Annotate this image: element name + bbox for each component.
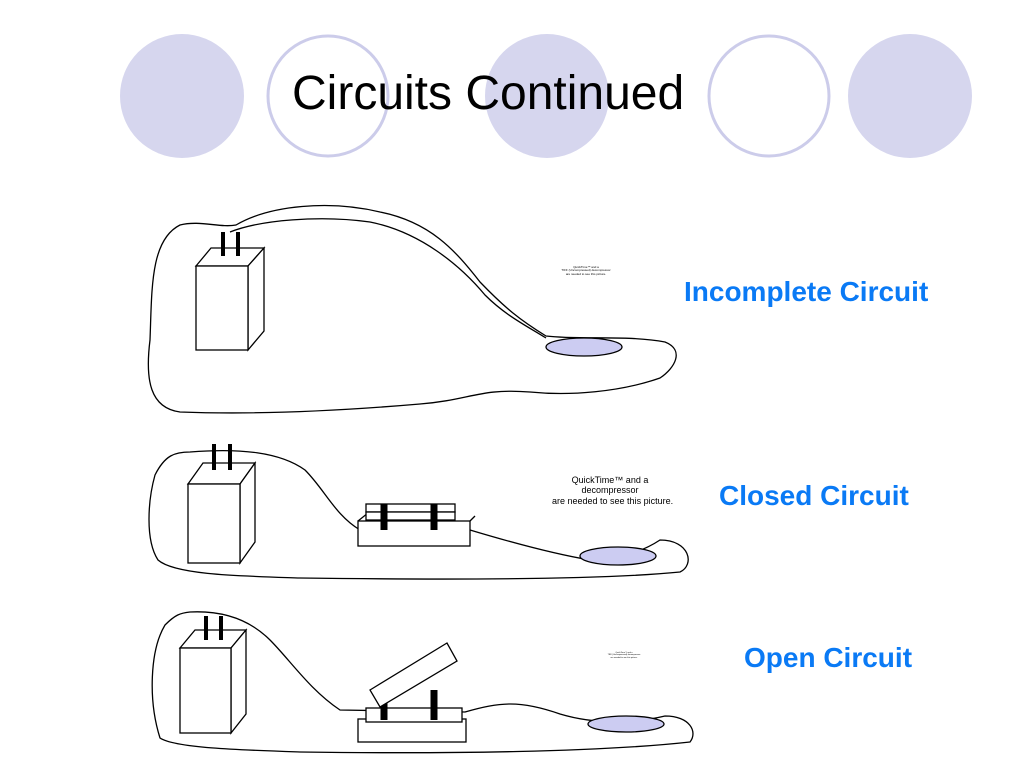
image-placeholder-closed: QuickTime™ and a decompressor are needed… bbox=[552, 475, 674, 506]
image-placeholder-open: QuickTime™ and a TIFF (Uncompressed) dec… bbox=[603, 652, 645, 659]
battery-2 bbox=[186, 444, 257, 566]
header-circles bbox=[120, 34, 972, 158]
bulb-ellipse bbox=[545, 337, 623, 357]
header-circle-filled bbox=[848, 34, 972, 158]
header-circle-outline bbox=[266, 34, 390, 158]
open-circuit-diagram bbox=[151, 611, 694, 754]
closed-circuit-diagram bbox=[148, 444, 689, 580]
wire-loop bbox=[147, 204, 677, 414]
closed-circuit-label: Closed Circuit bbox=[719, 480, 909, 511]
placeholder-line: QuickTime™ and a bbox=[615, 652, 633, 654]
battery-3 bbox=[178, 616, 248, 735]
placeholder-line: QuickTime™ and a bbox=[571, 475, 649, 485]
placeholder-line: decompressor bbox=[581, 485, 639, 496]
header-circle-outline bbox=[707, 34, 831, 158]
placeholder-line: are needed to see this picture. bbox=[565, 271, 607, 276]
header-circle-filled bbox=[120, 34, 244, 158]
image-placeholder-incomplete: QuickTime™ and a TIFF (Uncompressed) dec… bbox=[548, 265, 624, 276]
bulb-ellipse bbox=[579, 546, 657, 566]
incomplete-circuit-label: Incomplete Circuit bbox=[684, 276, 929, 307]
header-circle-filled bbox=[485, 34, 609, 158]
bulb-ellipse bbox=[587, 715, 665, 733]
placeholder-line: are needed to see this picture. bbox=[552, 495, 674, 506]
wire-inner bbox=[229, 218, 547, 339]
placeholder-line: QuickTime™ and a bbox=[573, 265, 599, 269]
wire-loop bbox=[148, 449, 689, 580]
slide-title: Circuits Continued bbox=[292, 67, 685, 120]
switch-closed bbox=[357, 503, 476, 547]
wire-loop bbox=[151, 611, 694, 754]
open-circuit-label: Open Circuit bbox=[744, 642, 913, 673]
placeholder-line: TIFF (Uncompressed) decompressor bbox=[607, 654, 641, 657]
incomplete-circuit-diagram bbox=[147, 204, 677, 414]
battery-1 bbox=[194, 232, 266, 352]
switch-lever bbox=[369, 642, 458, 708]
placeholder-line: are needed to see this picture. bbox=[610, 656, 638, 659]
placeholder-line: TIFF (Uncompressed) decompressor bbox=[561, 268, 611, 273]
switch-open bbox=[357, 642, 467, 743]
